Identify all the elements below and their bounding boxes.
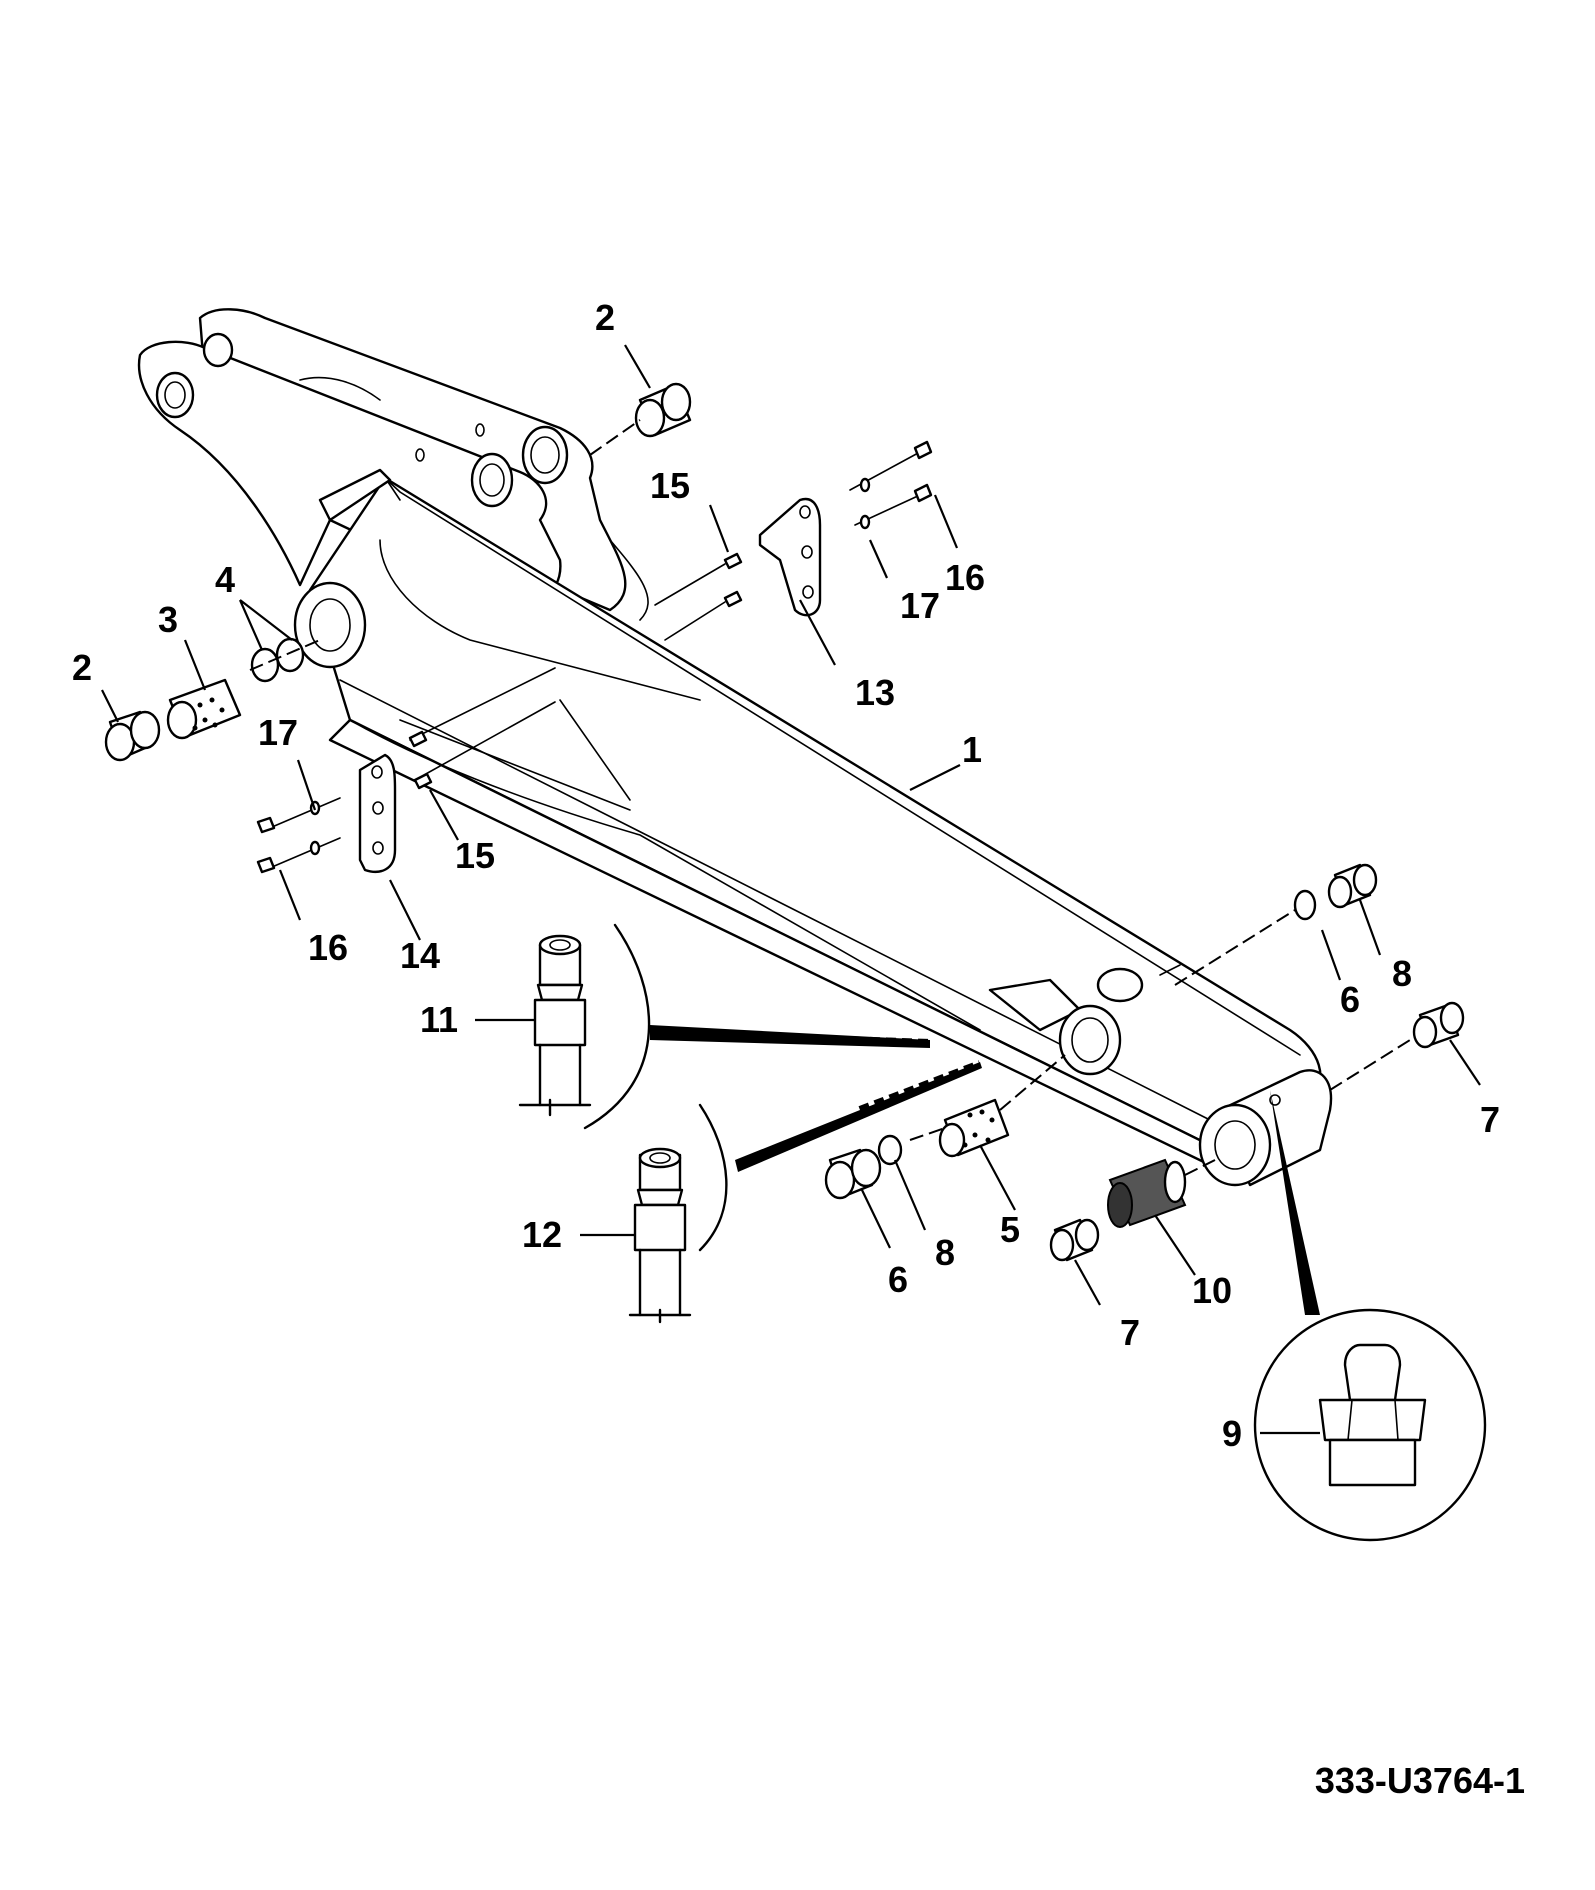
callout-2-left: 2 [72, 647, 92, 688]
top-bushing-2 [589, 382, 692, 456]
right-bushings [1174, 863, 1465, 1091]
left-pivot-parts [104, 637, 321, 762]
bracket-13-assembly [654, 440, 933, 641]
callout-1: 1 [962, 729, 982, 770]
callout-13: 13 [855, 672, 895, 713]
callout-15-top: 15 [650, 465, 690, 506]
detail-9-grease-nipple [1253, 1090, 1487, 1542]
lower-center-parts [824, 1054, 1216, 1262]
callout-labels: 2 2 3 4 15 16 17 13 1 17 15 16 14 11 12 … [72, 297, 1500, 1454]
bracket-14-assembly [256, 667, 556, 874]
callout-5: 5 [1000, 1209, 1020, 1250]
callout-6-right: 6 [1340, 979, 1360, 1020]
callout-14: 14 [400, 935, 440, 976]
callout-11: 11 [420, 999, 458, 1040]
callout-9: 9 [1222, 1413, 1242, 1454]
callout-12: 12 [522, 1214, 562, 1255]
callout-16-left: 16 [308, 927, 348, 968]
callout-7-right: 7 [1480, 1099, 1500, 1140]
callout-16-top: 16 [945, 557, 985, 598]
boom-arm [137, 308, 1333, 1187]
callout-8-right: 8 [1392, 953, 1412, 994]
callout-6-bottom: 6 [888, 1259, 908, 1300]
callout-2-top: 2 [595, 297, 615, 338]
leader-lines [101, 344, 1481, 1306]
callout-7-bottom: 7 [1120, 1312, 1140, 1353]
detail-12-fitting [580, 1060, 982, 1324]
callout-4: 4 [215, 559, 235, 600]
callout-8-bottom: 8 [935, 1232, 955, 1273]
drawing-number: 333-U3764-1 [1315, 1760, 1525, 1801]
callout-17-top: 17 [900, 585, 940, 626]
detail-11-fitting [475, 923, 931, 1130]
callout-17-left: 17 [258, 712, 298, 753]
callout-3: 3 [158, 599, 178, 640]
callout-15-left: 15 [455, 835, 495, 876]
callout-10: 10 [1192, 1270, 1232, 1311]
